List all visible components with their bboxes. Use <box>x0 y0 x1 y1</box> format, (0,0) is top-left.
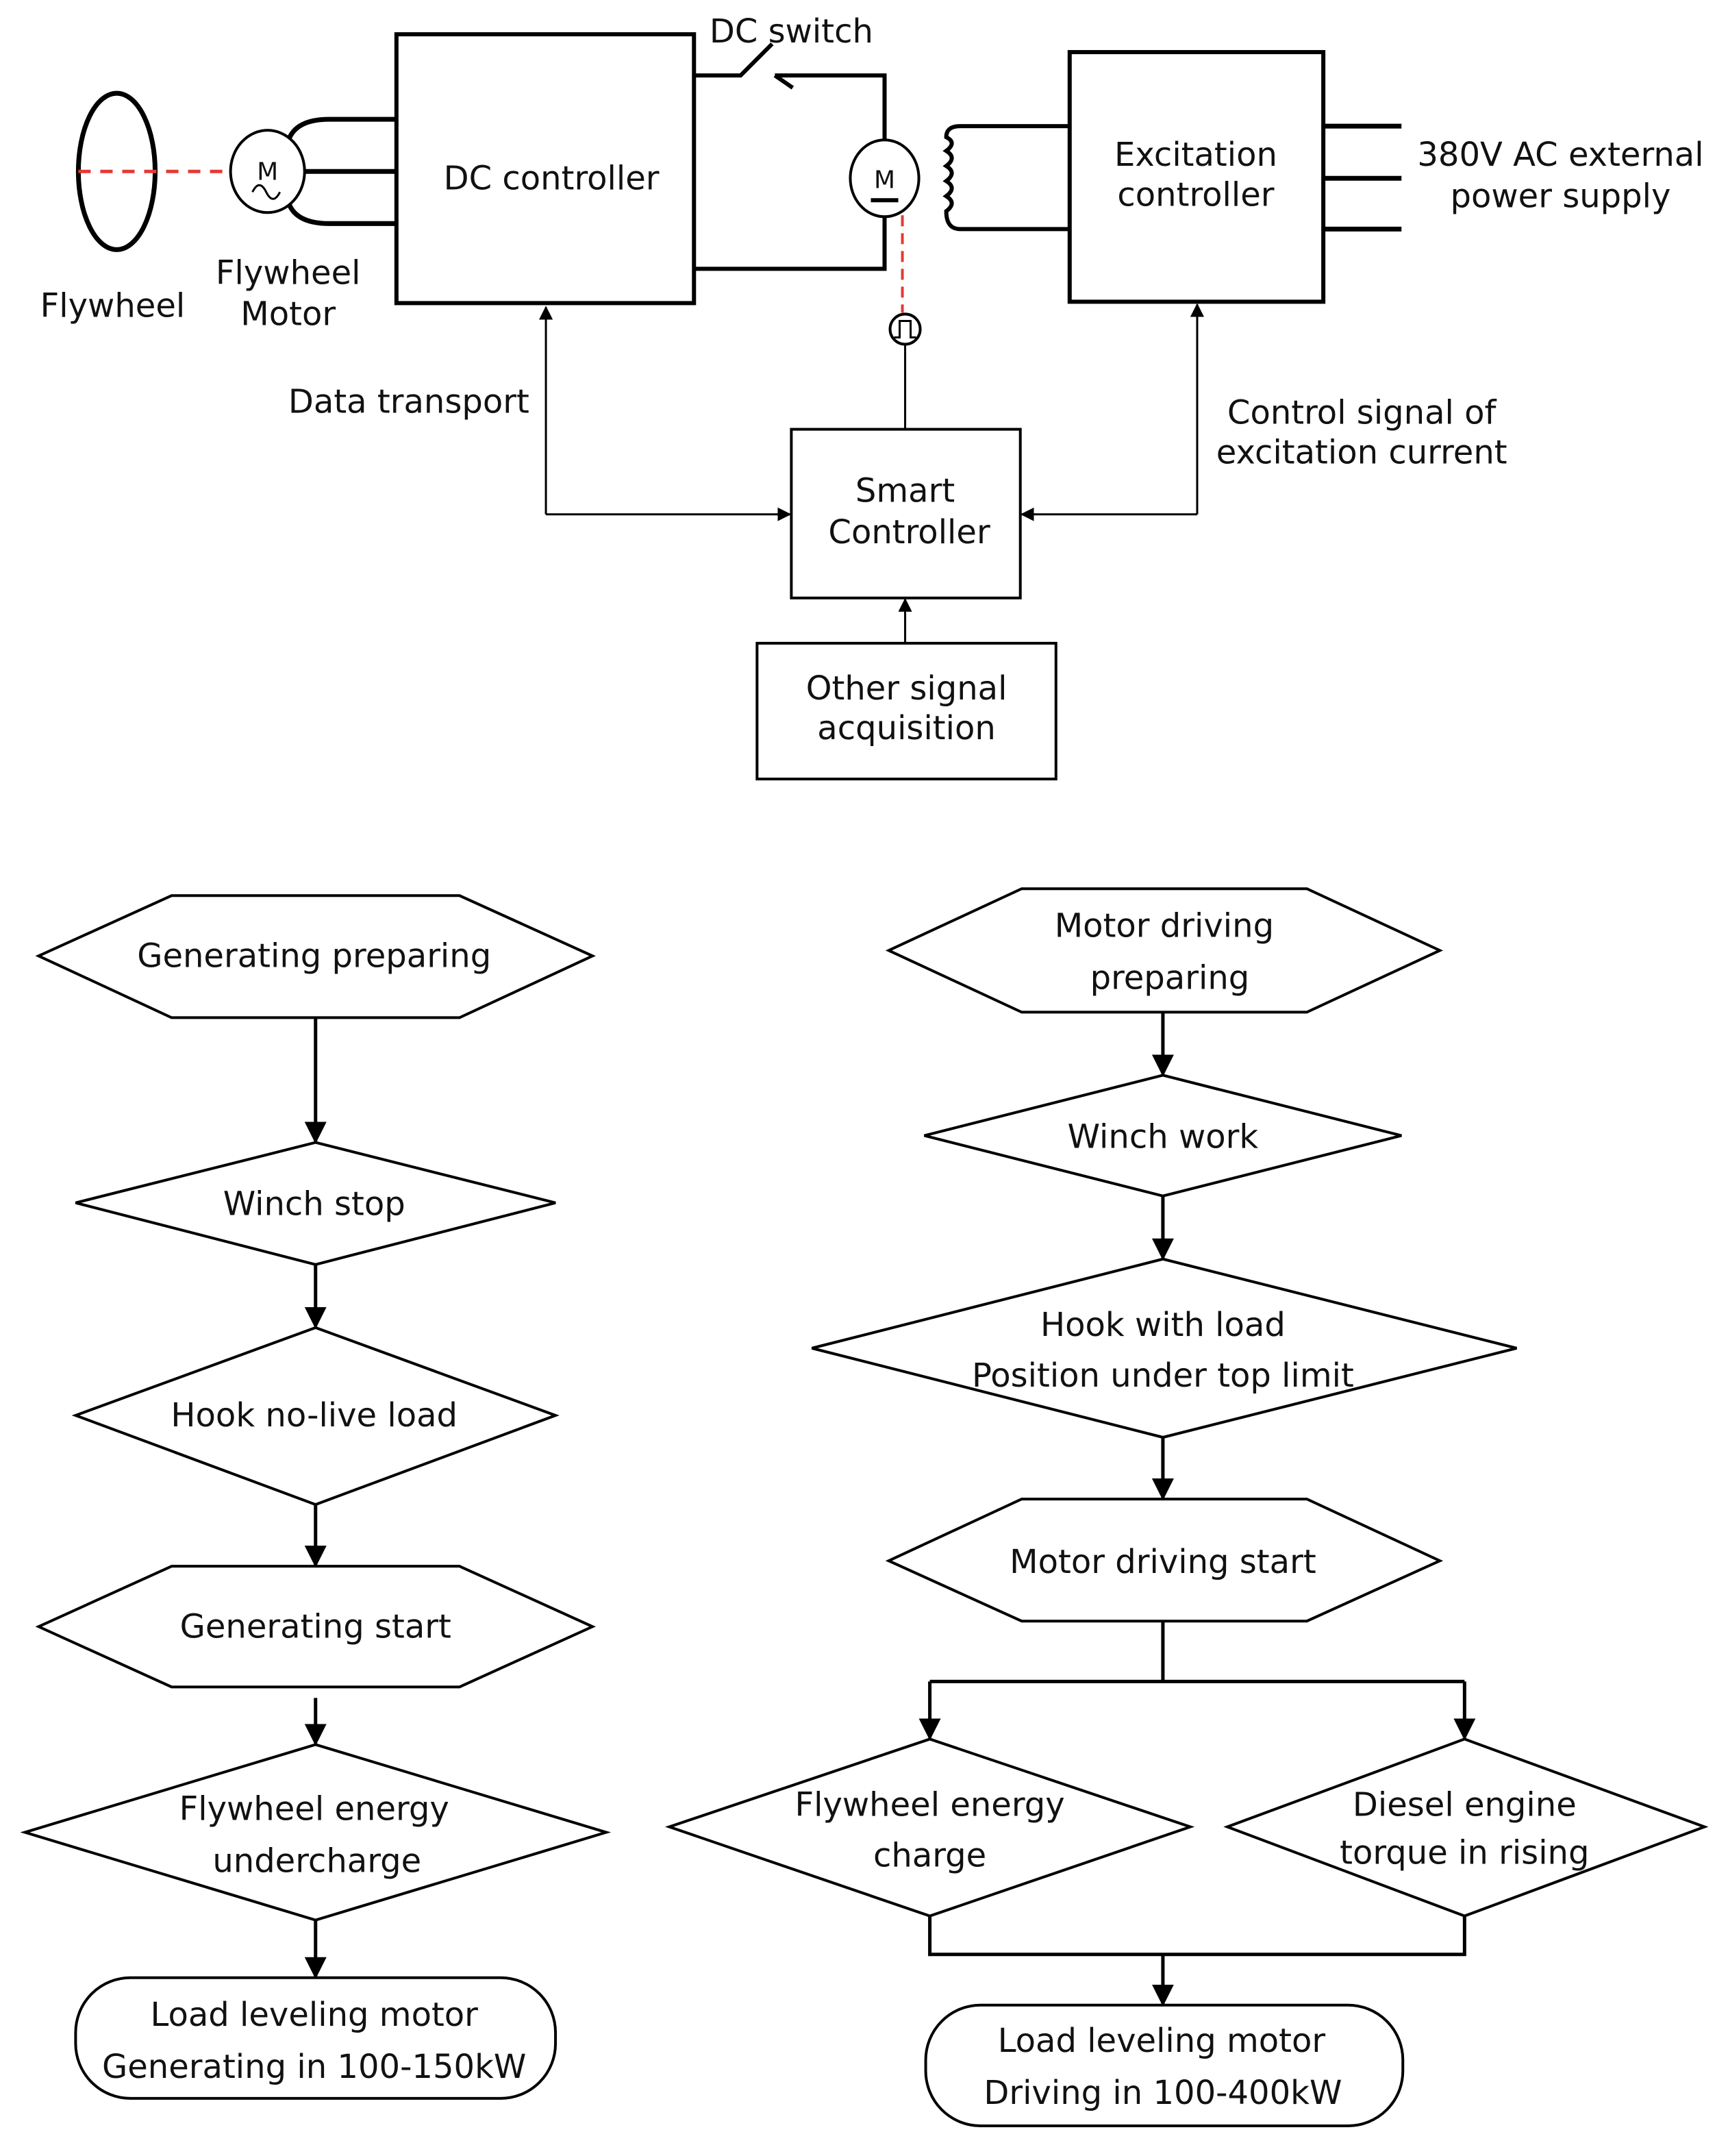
excitation-controller-box <box>1067 50 1326 304</box>
flow-step-diamond <box>71 1326 560 1507</box>
flow-terminal <box>924 2003 1405 2127</box>
flow-step-label: Load leveling motor <box>998 2022 1326 2060</box>
flow-branch-line <box>929 1621 1465 1683</box>
flow-step-label: Generating preparing <box>137 937 491 975</box>
power-supply-lines <box>1323 123 1402 232</box>
other-signal-box <box>755 641 1057 781</box>
flow-step-label: Winch work <box>1068 1118 1259 1156</box>
flow-step-label: Generating in 100-150kW <box>102 2048 526 2086</box>
flow-step-label: torque in rising <box>1340 1834 1589 1872</box>
flow-step-hexagon <box>885 1498 1444 1623</box>
flow-step-label: Hook no-live load <box>171 1396 458 1435</box>
power-supply-label-2: power supply <box>1451 177 1671 215</box>
smart-controller-label: Smart <box>855 472 955 510</box>
other-signal-label: Other signal <box>806 669 1007 708</box>
svg-text:M: M <box>874 166 895 194</box>
flow-step-label: Position under top limit <box>972 1356 1354 1395</box>
flywheel-label: Flywheel <box>40 286 186 325</box>
flow-step-label: Flywheel energy <box>179 1790 449 1829</box>
flow-step-diamond <box>75 1141 556 1266</box>
flow-merge-line <box>928 1916 1466 1957</box>
smart-controller-label-2: Controller <box>828 513 990 552</box>
flow-step-label: Driving in 100-400kW <box>984 2074 1342 2112</box>
flow-step-label: charge <box>873 1837 986 1875</box>
other-signal-label-2: acquisition <box>817 709 996 747</box>
flow-step-label: Motor driving start <box>1010 1543 1316 1581</box>
flow-step-diamond <box>20 1743 612 1922</box>
flow-step-label: Generating start <box>180 1607 451 1646</box>
flow-step-diamond <box>811 1257 1517 1439</box>
dc-controller-label: DC controller <box>444 159 660 197</box>
flow-step-diamond <box>1223 1737 1709 1918</box>
flow-step-label: Winch stop <box>223 1185 405 1224</box>
power-supply-label: 380V AC external <box>1417 136 1703 174</box>
flywheel-motor-icon: M <box>229 116 397 226</box>
flow-terminal <box>74 1976 558 2100</box>
excitation-controller-label: Excitation <box>1114 136 1277 174</box>
generating-flowchart: Generating preparing Winch stop Hook no-… <box>20 894 612 2100</box>
flow-step-hexagon <box>885 887 1444 1014</box>
flywheel-motor-label-2: Motor <box>240 295 336 333</box>
flow-step-label: Load leveling motor <box>151 1996 479 2034</box>
flow-step-label: Hook with load <box>1040 1306 1286 1344</box>
data-transport-label: Data transport <box>288 383 529 421</box>
excitation-coil-icon <box>942 124 1070 232</box>
control-signal-label-2: excitation current <box>1216 434 1507 472</box>
pulse-encoder-icon <box>888 312 922 346</box>
flow-step-label: Motor driving <box>1055 906 1274 945</box>
smart-controller-box <box>790 428 1022 599</box>
dc-controller-box <box>394 32 697 306</box>
flow-step-label: Flywheel energy <box>794 1786 1064 1824</box>
driving-flowchart: Motor driving preparing Winch work Hook … <box>665 887 1709 2127</box>
flow-step-label: preparing <box>1090 958 1250 997</box>
svg-text:M: M <box>257 158 278 186</box>
flow-step-label: Diesel engine <box>1353 1786 1577 1824</box>
control-signal-label: Control signal of <box>1227 394 1497 432</box>
system-diagram: Flywheel M Flywheel Motor DC controller … <box>40 12 1704 781</box>
dc-switch-label: DC switch <box>710 12 873 51</box>
flywheel-motor-label: Flywheel <box>216 253 361 292</box>
flow-step-diamond <box>665 1737 1195 1918</box>
excitation-controller-label-2: controller <box>1117 175 1274 214</box>
flow-step-hexagon <box>35 1565 596 1689</box>
flow-step-diamond <box>924 1074 1402 1198</box>
dc-motor-icon: M <box>849 138 921 219</box>
flow-step-hexagon <box>35 894 596 1019</box>
flow-step-label: undercharge <box>212 1842 421 1881</box>
dc-switch-icon <box>694 42 887 271</box>
